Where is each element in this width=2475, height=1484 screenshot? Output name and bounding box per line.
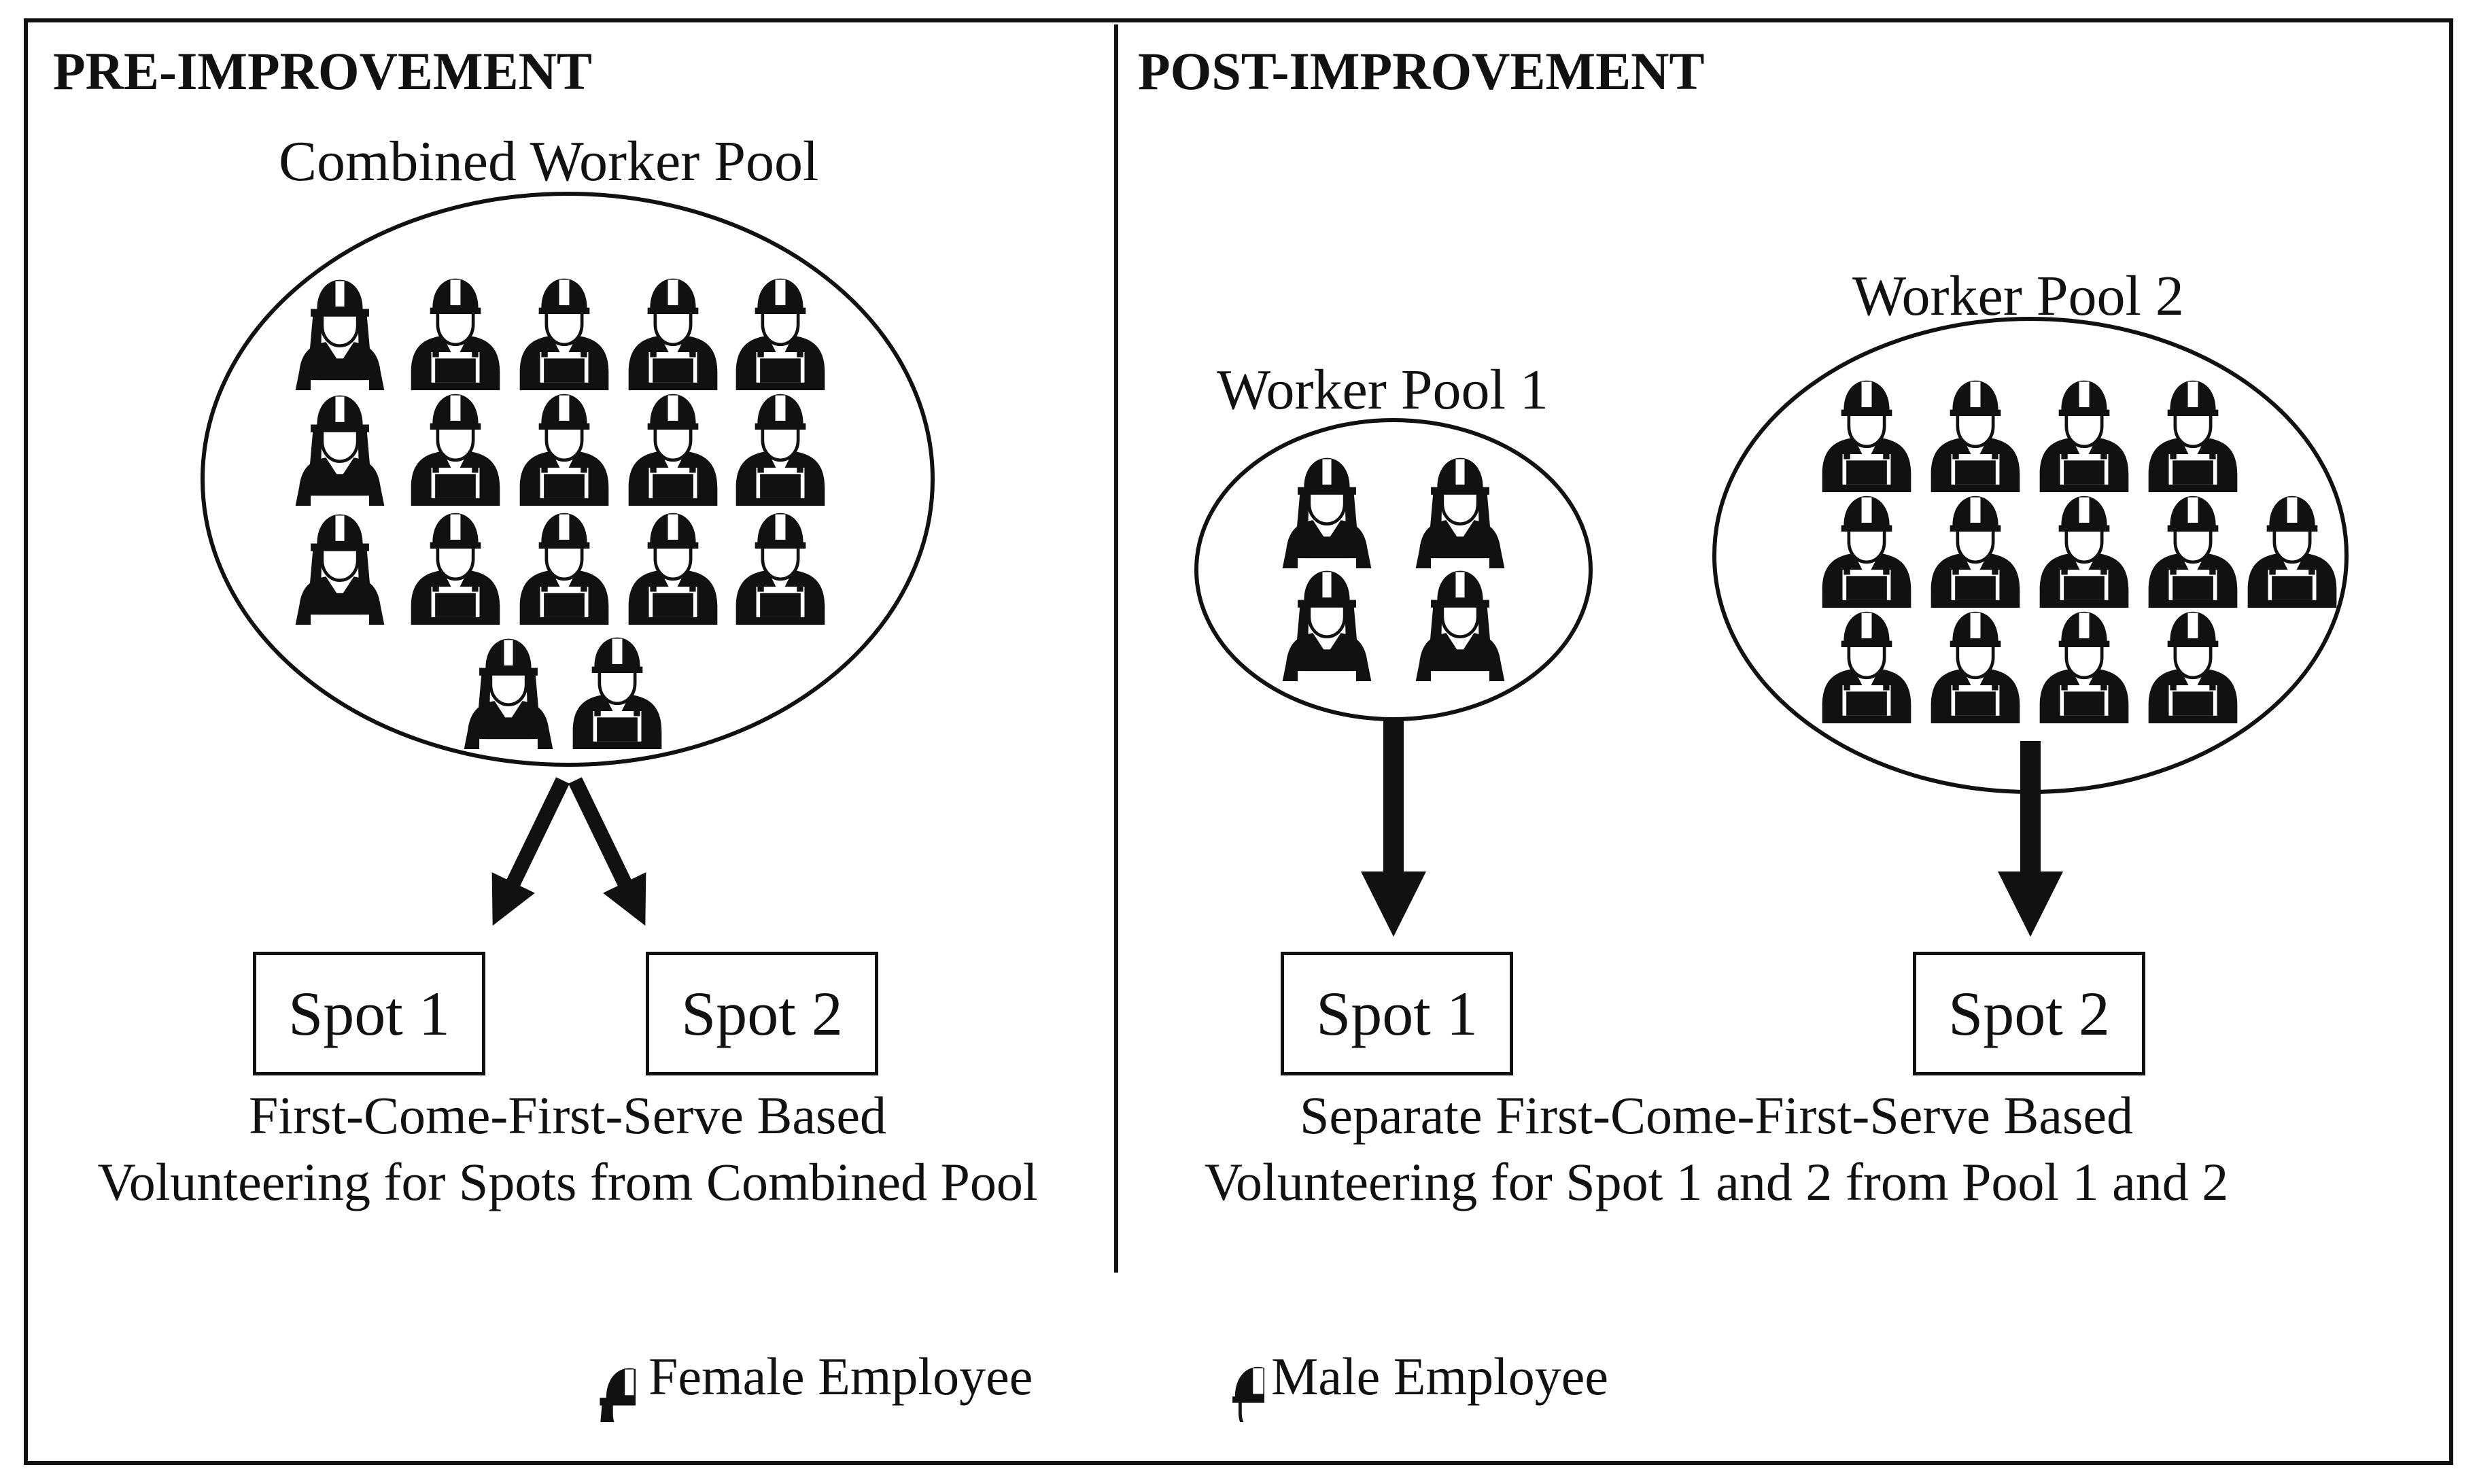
female-worker-icon [464,639,553,749]
male-worker-icon [411,513,500,625]
pre-spot1-box: Spot 1 [253,952,485,1075]
male-worker-icon [736,279,825,390]
male-worker-icon [411,394,500,506]
female-worker-icon [296,280,385,390]
pre-caption-line2: Volunteering for Spots from Combined Poo… [97,1152,1038,1211]
female-worker-icon [296,396,385,506]
pool1-label: Worker Pool 1 [1217,358,1548,421]
male-worker-icon [2149,496,2238,608]
female-worker-icon [1283,458,1372,568]
male-worker-icon [629,513,718,625]
legend-female-label: Female Employee [648,1347,1033,1406]
female-worker-icon [1416,571,1505,681]
male-worker-icon [2040,381,2129,492]
pool2-ellipse [1712,317,2349,794]
arrow-to-pre-spot2 [568,777,646,926]
male-worker-icon [1931,612,2020,723]
male-worker-icon [736,513,825,625]
post-spot2-box: Spot 2 [1913,952,2145,1075]
male-worker-icon [2149,612,2238,723]
male-worker-icon [573,638,662,749]
pre-caption-line1: First-Come-First-Serve Based [248,1086,887,1145]
male-worker-icon [1822,496,1911,608]
female-worker-icon [296,515,385,625]
male-worker-icon [411,279,500,390]
female-worker-icon [1283,571,1372,681]
male-worker-icon [520,279,609,390]
post-caption-line2: Volunteering for Spot 1 and 2 from Pool … [1204,1152,2229,1211]
male-worker-icon [736,394,825,506]
male-worker-icon [629,279,718,390]
legend-female-icon [527,1307,636,1422]
combined-pool-ellipse [201,192,935,767]
post-spot1-box: Spot 1 [1281,952,1513,1075]
male-worker-icon [2040,612,2129,723]
male-worker-icon [2040,496,2129,608]
post-improvement-header: POST-IMPROVEMENT [1138,41,1705,101]
pre-spot2-box: Spot 2 [646,952,878,1075]
legend-male-icon [1156,1307,1264,1422]
male-worker-icon [1931,496,2020,608]
female-worker-icon [1416,458,1505,568]
arrow-to-pre-spot1 [491,777,570,926]
pool2-label: Worker Pool 2 [1852,264,2184,328]
post-caption: Separate First-Come-First-Serve Based Vo… [1142,1082,2291,1215]
male-worker-icon [2149,381,2238,492]
combined-pool-label: Combined Worker Pool [279,130,819,193]
outer-border [24,18,2453,1465]
male-worker-icon [1931,381,2020,492]
male-worker-icon [520,513,609,625]
male-worker-icon [2248,496,2337,608]
post-caption-line1: Separate First-Come-First-Serve Based [1299,1086,2134,1145]
male-worker-icon [629,394,718,506]
male-worker-icon [520,394,609,506]
male-worker-icon [1822,381,1911,492]
male-worker-icon [1822,612,1911,723]
pool1-ellipse [1194,418,1593,721]
pre-caption: First-Come-First-Serve Based Volunteerin… [41,1082,1094,1215]
pre-improvement-header: PRE-IMPROVEMENT [53,41,592,101]
legend-male-label: Male Employee [1271,1347,1608,1406]
